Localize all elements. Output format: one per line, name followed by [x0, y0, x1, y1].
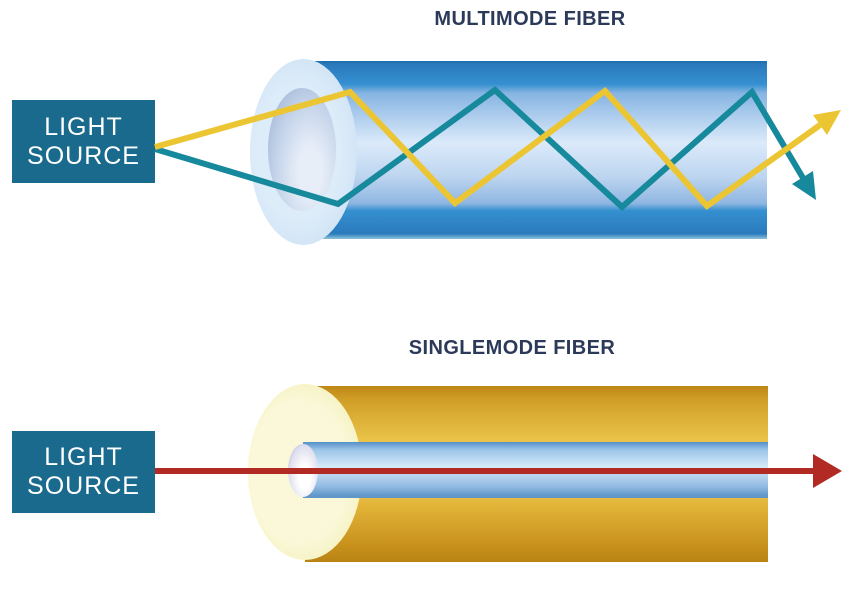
light-source-label-line1: LIGHT	[44, 112, 123, 141]
multimode-fiber-core-face	[268, 88, 336, 211]
singlemode-light-source-box: LIGHT SOURCE	[12, 431, 155, 513]
multimode-light-source-box: LIGHT SOURCE	[12, 100, 155, 183]
light-source-label-line2: SOURCE	[27, 141, 140, 170]
singlemode-fiber-core-face	[288, 444, 318, 497]
multimode-fiber-cladding-cylinder	[303, 61, 767, 239]
singlemode-fiber-core-tube	[303, 442, 768, 498]
multimode-yellow-ray-arrowhead-icon	[813, 110, 841, 135]
multimode-title: MULTIMODE FIBER	[434, 8, 626, 30]
singlemode-red-ray-arrowhead-icon	[813, 454, 842, 488]
light-source-label-line1: LIGHT	[44, 443, 123, 471]
light-source-label-line2: SOURCE	[27, 472, 140, 500]
singlemode-title: SINGLEMODE FIBER	[408, 337, 616, 359]
multimode-teal-ray-arrowhead-icon	[792, 171, 816, 200]
